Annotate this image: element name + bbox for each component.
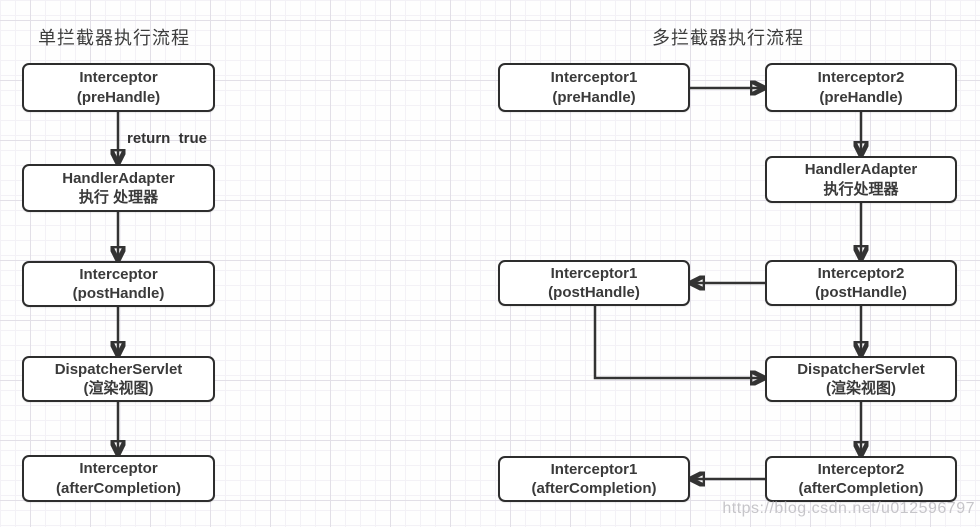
node-label-line2: (preHandle) — [76, 88, 161, 106]
node-single-interceptor-prehandle: Interceptor (preHandle) — [22, 63, 215, 112]
node-label-line1: Interceptor1 — [550, 69, 638, 86]
node-label-line1: Interceptor2 — [817, 460, 905, 478]
node-label-line2: 执行处理器 — [823, 180, 899, 198]
node-multi-interceptor2-aftercompletion: Interceptor2 (afterCompletion) — [765, 456, 957, 502]
edge-multi-i1post-to-dispatcherservlet — [593, 306, 765, 378]
node-single-handleradapter: HandlerAdapter 执行 处理器 — [22, 164, 215, 212]
node-single-interceptor-posthandle: Interceptor (postHandle) — [22, 261, 215, 307]
csdn-watermark: https://blog.csdn.net/u012596797 — [722, 500, 975, 517]
node-label-line2: 执行 处理器 — [78, 189, 159, 206]
node-label-line1: Interceptor — [79, 460, 158, 477]
multi-flow-title: 多拦截器执行流程 — [652, 28, 804, 48]
node-label-line1: HandlerAdapter — [62, 169, 175, 187]
node-label-line2: (preHandle) — [819, 88, 903, 106]
node-multi-handleradapter: HandlerAdapter 执行处理器 — [765, 156, 957, 203]
node-label-line2: (postHandle) — [72, 285, 165, 302]
node-single-dispatcherservlet: DispatcherServlet (渲染视图) — [22, 356, 215, 402]
return-true-edge-label: return true — [127, 130, 208, 147]
node-multi-interceptor2-prehandle: Interceptor2 (preHandle) — [765, 63, 957, 112]
node-single-interceptor-aftercompletion: Interceptor (afterCompletion) — [22, 455, 215, 502]
node-multi-interceptor2-posthandle: Interceptor2 (postHandle) — [765, 260, 957, 306]
single-flow-title: 单拦截器执行流程 — [38, 28, 190, 48]
node-label-line1: DispatcherServlet — [54, 360, 183, 378]
node-label-line2: (postHandle) — [815, 284, 907, 301]
node-label-line1: Interceptor1 — [550, 460, 638, 478]
node-label-line1: Interceptor1 — [550, 264, 638, 282]
node-multi-dispatcherservlet: DispatcherServlet (渲染视图) — [765, 356, 957, 402]
node-label-line2: (渲染视图) — [826, 380, 896, 397]
node-multi-interceptor1-posthandle: Interceptor1 (postHandle) — [498, 260, 690, 306]
node-label-line2: (preHandle) — [552, 88, 636, 106]
node-label-line1: Interceptor — [79, 69, 158, 86]
node-label-line1: HandlerAdapter — [804, 161, 918, 178]
node-multi-interceptor1-aftercompletion: Interceptor1 (afterCompletion) — [498, 456, 690, 502]
node-label-line2: (afterCompletion) — [531, 480, 657, 497]
node-label-line1: DispatcherServlet — [797, 360, 925, 378]
node-label-line1: Interceptor — [79, 265, 158, 283]
node-label-line2: (postHandle) — [548, 284, 640, 301]
node-label-line1: Interceptor2 — [817, 69, 905, 86]
node-label-line2: (afterCompletion) — [56, 479, 181, 497]
node-label-line2: (afterCompletion) — [798, 480, 924, 497]
node-multi-interceptor1-prehandle: Interceptor1 (preHandle) — [498, 63, 690, 112]
node-label-line1: Interceptor2 — [817, 264, 905, 282]
node-label-line2: (渲染视图) — [83, 380, 154, 397]
